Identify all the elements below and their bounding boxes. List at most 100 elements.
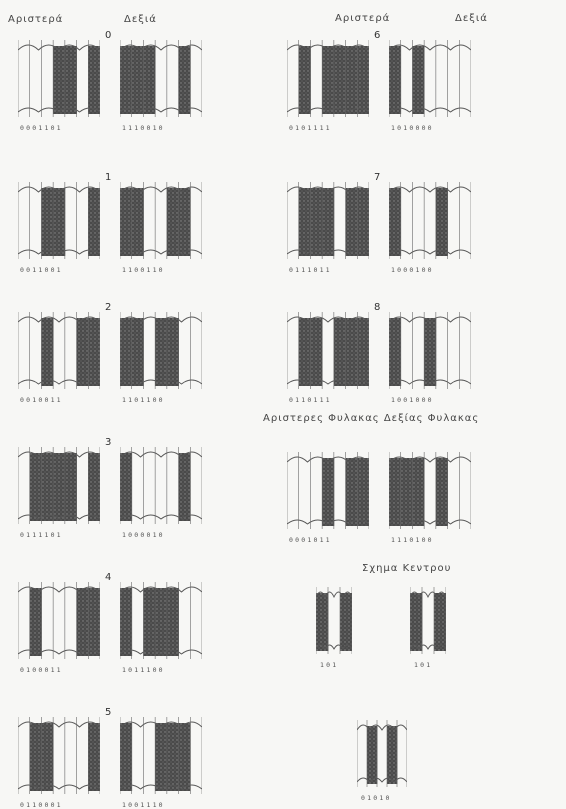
digit-0-right-pattern — [120, 38, 202, 118]
dark-module — [132, 188, 144, 256]
dark-module — [436, 458, 448, 526]
digit-6-left-code: 0101111 — [289, 124, 332, 132]
right-guard-code: 1110100 — [391, 536, 434, 544]
dark-module — [155, 318, 167, 386]
dark-module — [30, 588, 42, 656]
digit-0-right-code: 1110010 — [122, 124, 165, 132]
dark-module — [410, 593, 422, 651]
dark-module — [143, 46, 155, 114]
left-guard-code: 0001011 — [289, 536, 332, 544]
left-guard-pattern — [287, 450, 369, 530]
dark-module — [322, 188, 334, 256]
dark-module — [41, 453, 53, 521]
dark-module — [322, 46, 334, 114]
header-right-right: Δεξιά — [455, 13, 488, 24]
dark-module — [88, 318, 100, 386]
digit-1-label: 1 — [105, 172, 111, 183]
dark-module — [132, 46, 144, 114]
digit-7-label: 7 — [374, 172, 380, 183]
bottom-wave-line — [389, 108, 471, 112]
dark-module — [412, 458, 424, 526]
top-wave-line — [357, 725, 407, 730]
dark-module — [434, 593, 446, 651]
bottom-wave-line — [357, 778, 407, 782]
digit-8-left-code: 0110111 — [289, 396, 332, 404]
digit-7-right-code: 1000100 — [391, 266, 434, 274]
header-left-left: Αριστερά — [8, 14, 63, 25]
dark-module — [120, 723, 132, 791]
top-wave-line — [389, 45, 471, 50]
digit-2-right-code: 1101100 — [122, 396, 165, 404]
dark-module — [179, 46, 191, 114]
digit-4-label: 4 — [105, 572, 111, 583]
dark-module — [88, 46, 100, 114]
dark-module — [310, 318, 322, 386]
digit-6-right-pattern — [389, 38, 471, 118]
dark-module — [88, 723, 100, 791]
dark-module — [155, 588, 167, 656]
bottom-wave-line — [389, 250, 471, 254]
digit-2-label: 2 — [105, 302, 111, 313]
dark-module — [41, 318, 53, 386]
dark-module — [346, 458, 358, 526]
digit-4-left-pattern — [18, 580, 100, 660]
digit-8-right-pattern — [389, 310, 471, 390]
digit-4-left-code: 0100011 — [20, 666, 63, 674]
digit-6-right-code: 1010000 — [391, 124, 434, 132]
digit-1-left-pattern — [18, 180, 100, 260]
digit-0-left-pattern — [18, 38, 100, 118]
digit-7-left-pattern — [287, 180, 369, 260]
digit-6-left-pattern — [287, 38, 369, 118]
digit-3-right-pattern — [120, 445, 202, 525]
digit-3-left-code: 0111101 — [20, 531, 63, 539]
digit-5-label: 5 — [105, 707, 111, 718]
dark-module — [53, 188, 65, 256]
digit-4-right-code: 1011100 — [122, 666, 165, 674]
dark-module — [367, 726, 377, 784]
dark-module — [120, 318, 132, 386]
dark-module — [120, 188, 132, 256]
dark-module — [436, 188, 448, 256]
dark-module — [424, 318, 436, 386]
dark-module — [412, 46, 424, 114]
dark-module — [120, 588, 132, 656]
dark-module — [65, 46, 77, 114]
center-left-pattern — [316, 585, 352, 655]
dark-module — [389, 46, 401, 114]
dark-module — [167, 318, 179, 386]
dark-module — [299, 318, 311, 386]
dark-module — [346, 188, 358, 256]
dark-module — [387, 726, 397, 784]
dark-module — [357, 46, 369, 114]
digit-2-left-pattern — [18, 310, 100, 390]
dark-module — [120, 453, 132, 521]
digit-8-right-code: 1001000 — [391, 396, 434, 404]
digit-0-left-code: 0001101 — [20, 124, 63, 132]
dark-module — [357, 318, 369, 386]
center-left-code: 101 — [320, 661, 338, 669]
dark-module — [41, 723, 53, 791]
digit-1-right-pattern — [120, 180, 202, 260]
digit-3-left-pattern — [18, 445, 100, 525]
dark-module — [357, 458, 369, 526]
dark-module — [77, 318, 89, 386]
dark-module — [346, 46, 358, 114]
dark-module — [316, 593, 328, 651]
center-right-pattern — [410, 585, 446, 655]
dark-module — [299, 46, 311, 114]
dark-module — [179, 453, 191, 521]
dark-module — [30, 453, 42, 521]
dark-module — [53, 453, 65, 521]
dark-module — [65, 453, 77, 521]
dark-module — [346, 318, 358, 386]
dark-module — [132, 318, 144, 386]
dark-module — [167, 588, 179, 656]
digit-7-right-pattern — [389, 180, 471, 260]
dark-module — [77, 588, 89, 656]
dark-module — [322, 458, 334, 526]
guard-header: Αριστερες Φυλακας Δεξίας Φυλακας — [263, 413, 479, 424]
header-left-right: Δεξιά — [124, 14, 157, 25]
dark-module — [334, 46, 346, 114]
digit-0-label: 0 — [105, 30, 111, 41]
